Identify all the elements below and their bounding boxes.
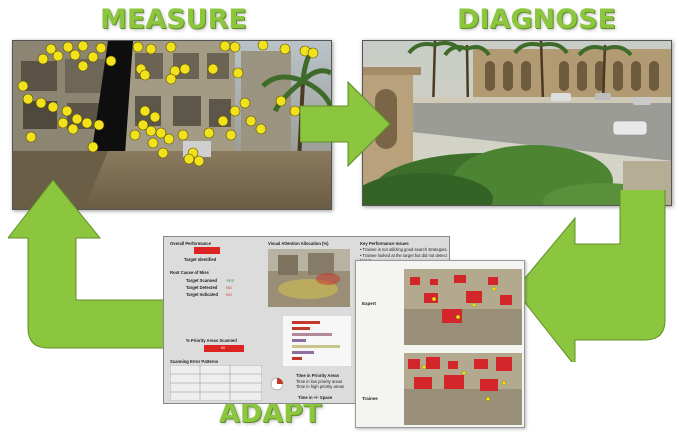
time-priority-label: Time in Priority Areas	[296, 373, 340, 378]
expert-label: Expert	[362, 301, 377, 306]
target-identified-label: Target Identified	[184, 257, 217, 262]
time-space-label: Time in +/- Space	[298, 395, 333, 400]
fixation-dots	[17, 41, 319, 167]
visual-attention-image	[268, 249, 350, 307]
time-pie-chart	[270, 377, 284, 391]
key-issue-1: • Trainee is not utilizing good search s…	[360, 247, 448, 252]
visual-attention-label: Visual Attention Allocation (%)	[268, 241, 329, 246]
diagnose-scene-image	[362, 40, 672, 206]
trainee-heatmap-image	[404, 353, 522, 425]
target-indicated-label: Target Indicated	[186, 292, 219, 297]
priority-areas-label: % Priority Areas Scanned	[186, 338, 237, 343]
target-scanned-value: YES	[226, 278, 235, 283]
attention-bar-chart	[282, 315, 352, 367]
priority-areas-value: 60	[221, 346, 226, 350]
target-detected-label: Target Detected	[186, 285, 218, 290]
priority-areas-bar	[204, 345, 244, 352]
time-priority-high: Time in high priority areas	[296, 384, 345, 389]
trainee-label: Trainee	[362, 396, 378, 401]
diagnose-title: DIAGNOSE	[457, 4, 616, 35]
scanning-error-label: Scanning Error Patterns	[170, 359, 219, 364]
target-detected-value: NO	[226, 285, 232, 290]
fixation-map	[13, 41, 331, 209]
expert-trainee-comparison: Expert Trainee	[355, 260, 525, 428]
root-cause-label: Root Cause of Miss	[170, 270, 209, 275]
expert-heatmap-image	[404, 269, 522, 345]
measure-title: MEASURE	[100, 4, 247, 35]
measure-scene-image	[12, 40, 332, 210]
target-scanned-label: Target Scanned	[186, 278, 218, 283]
arrow-diagnose-to-adapt-icon	[515, 190, 666, 362]
key-issues-label: Key Performance Issues	[360, 241, 409, 246]
scanning-error-table	[170, 365, 262, 401]
arrow-measure-to-diagnose-icon	[300, 80, 391, 168]
time-priority-low: Time in low priority areas	[296, 379, 343, 384]
target-indicated-value: NO	[226, 292, 232, 297]
overall-performance-bar	[194, 247, 220, 254]
overall-performance-label: Overall Performance	[170, 241, 211, 246]
arrow-adapt-to-measure-icon	[8, 179, 167, 349]
